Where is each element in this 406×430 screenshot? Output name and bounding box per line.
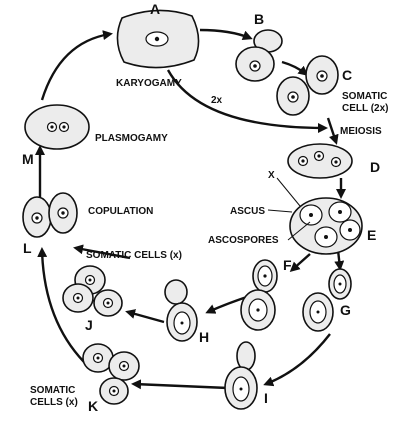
cell-j-somatic-x: [62, 265, 123, 317]
arrow-k-to-l: [37, 247, 85, 363]
stage-letters: A B C D E F G H I J K L M: [22, 1, 380, 414]
arrow-e-to-f: [289, 253, 311, 272]
label-somatic-cells-x-bottom-line1: SOMATIC: [30, 385, 75, 396]
stage-letter-m: M: [22, 151, 34, 167]
cell-m-plasmogamy: [24, 104, 90, 150]
arrow-i-to-k: [131, 379, 229, 390]
cell-f-spore: [252, 259, 278, 293]
label-x: X: [268, 170, 275, 181]
stage-labels: KARYOGAMY 2x SOMATIC CELL (2x) MEIOSIS X…: [30, 78, 389, 408]
stage-letter-f: F: [283, 257, 292, 273]
stage-letter-e: E: [367, 227, 376, 243]
cell-f2-spore: [240, 289, 276, 331]
pointer-lines: [267, 177, 311, 241]
stage-letter-l: L: [23, 240, 32, 256]
stage-letter-b: B: [254, 11, 264, 27]
label-karyogamy: KARYOGAMY: [116, 78, 182, 89]
label-somatic-cell-2x-line1: SOMATIC: [342, 91, 387, 102]
cell-b-budding: [235, 29, 283, 82]
label-2x: 2x: [211, 95, 223, 106]
arrow-h-to-j: [125, 309, 165, 324]
stage-letter-h: H: [199, 329, 209, 345]
cell-l-copulation: [22, 192, 78, 238]
cycle-arrows: [35, 28, 346, 390]
stage-letter-i: I: [264, 390, 268, 406]
cell-h-budding: [164, 279, 198, 342]
stage-letter-d: D: [370, 159, 380, 175]
arrow-a-to-b: [199, 28, 253, 41]
arrow-b-to-c: [281, 60, 309, 76]
cell-g-spores: [302, 268, 352, 332]
arrow-c-to-d: [326, 117, 339, 145]
label-ascus: ASCUS: [230, 206, 265, 217]
label-somatic-cells-x: SOMATIC CELLS (x): [86, 250, 182, 261]
arrow-somatic-to-l: [73, 244, 131, 260]
label-somatic-cell-2x-line2: CELL (2x): [342, 103, 389, 114]
label-meiosis: MEIOSIS: [340, 126, 382, 137]
stage-letter-g: G: [340, 302, 351, 318]
label-plasmogamy: PLASMOGAMY: [95, 133, 168, 144]
label-copulation: COPULATION: [88, 206, 153, 217]
cell-d-meiosis: [287, 143, 353, 179]
cell-c-somatic-2x: [276, 55, 339, 116]
stage-letter-c: C: [342, 67, 352, 83]
pointer-ascospores: [287, 221, 311, 241]
pointer-x: [276, 177, 301, 207]
cell-k-somatic-x: [82, 343, 140, 405]
stage-letter-k: K: [88, 398, 98, 414]
arrow-a-to-meiosis-2x: [166, 69, 328, 133]
cell-i-budding: [224, 341, 258, 410]
arrow-m-to-a: [40, 30, 113, 101]
pointer-ascus: [267, 209, 293, 213]
label-ascospores: ASCOSPORES: [208, 235, 279, 246]
arrow-g-to-i: [263, 333, 331, 387]
cell-e-ascus: [289, 197, 363, 255]
stage-letter-a: A: [150, 1, 160, 17]
stage-letter-j: J: [85, 317, 93, 333]
label-somatic-cells-x-bottom-line2: CELLS (x): [30, 397, 78, 408]
cell-a-zygote: [116, 9, 200, 69]
